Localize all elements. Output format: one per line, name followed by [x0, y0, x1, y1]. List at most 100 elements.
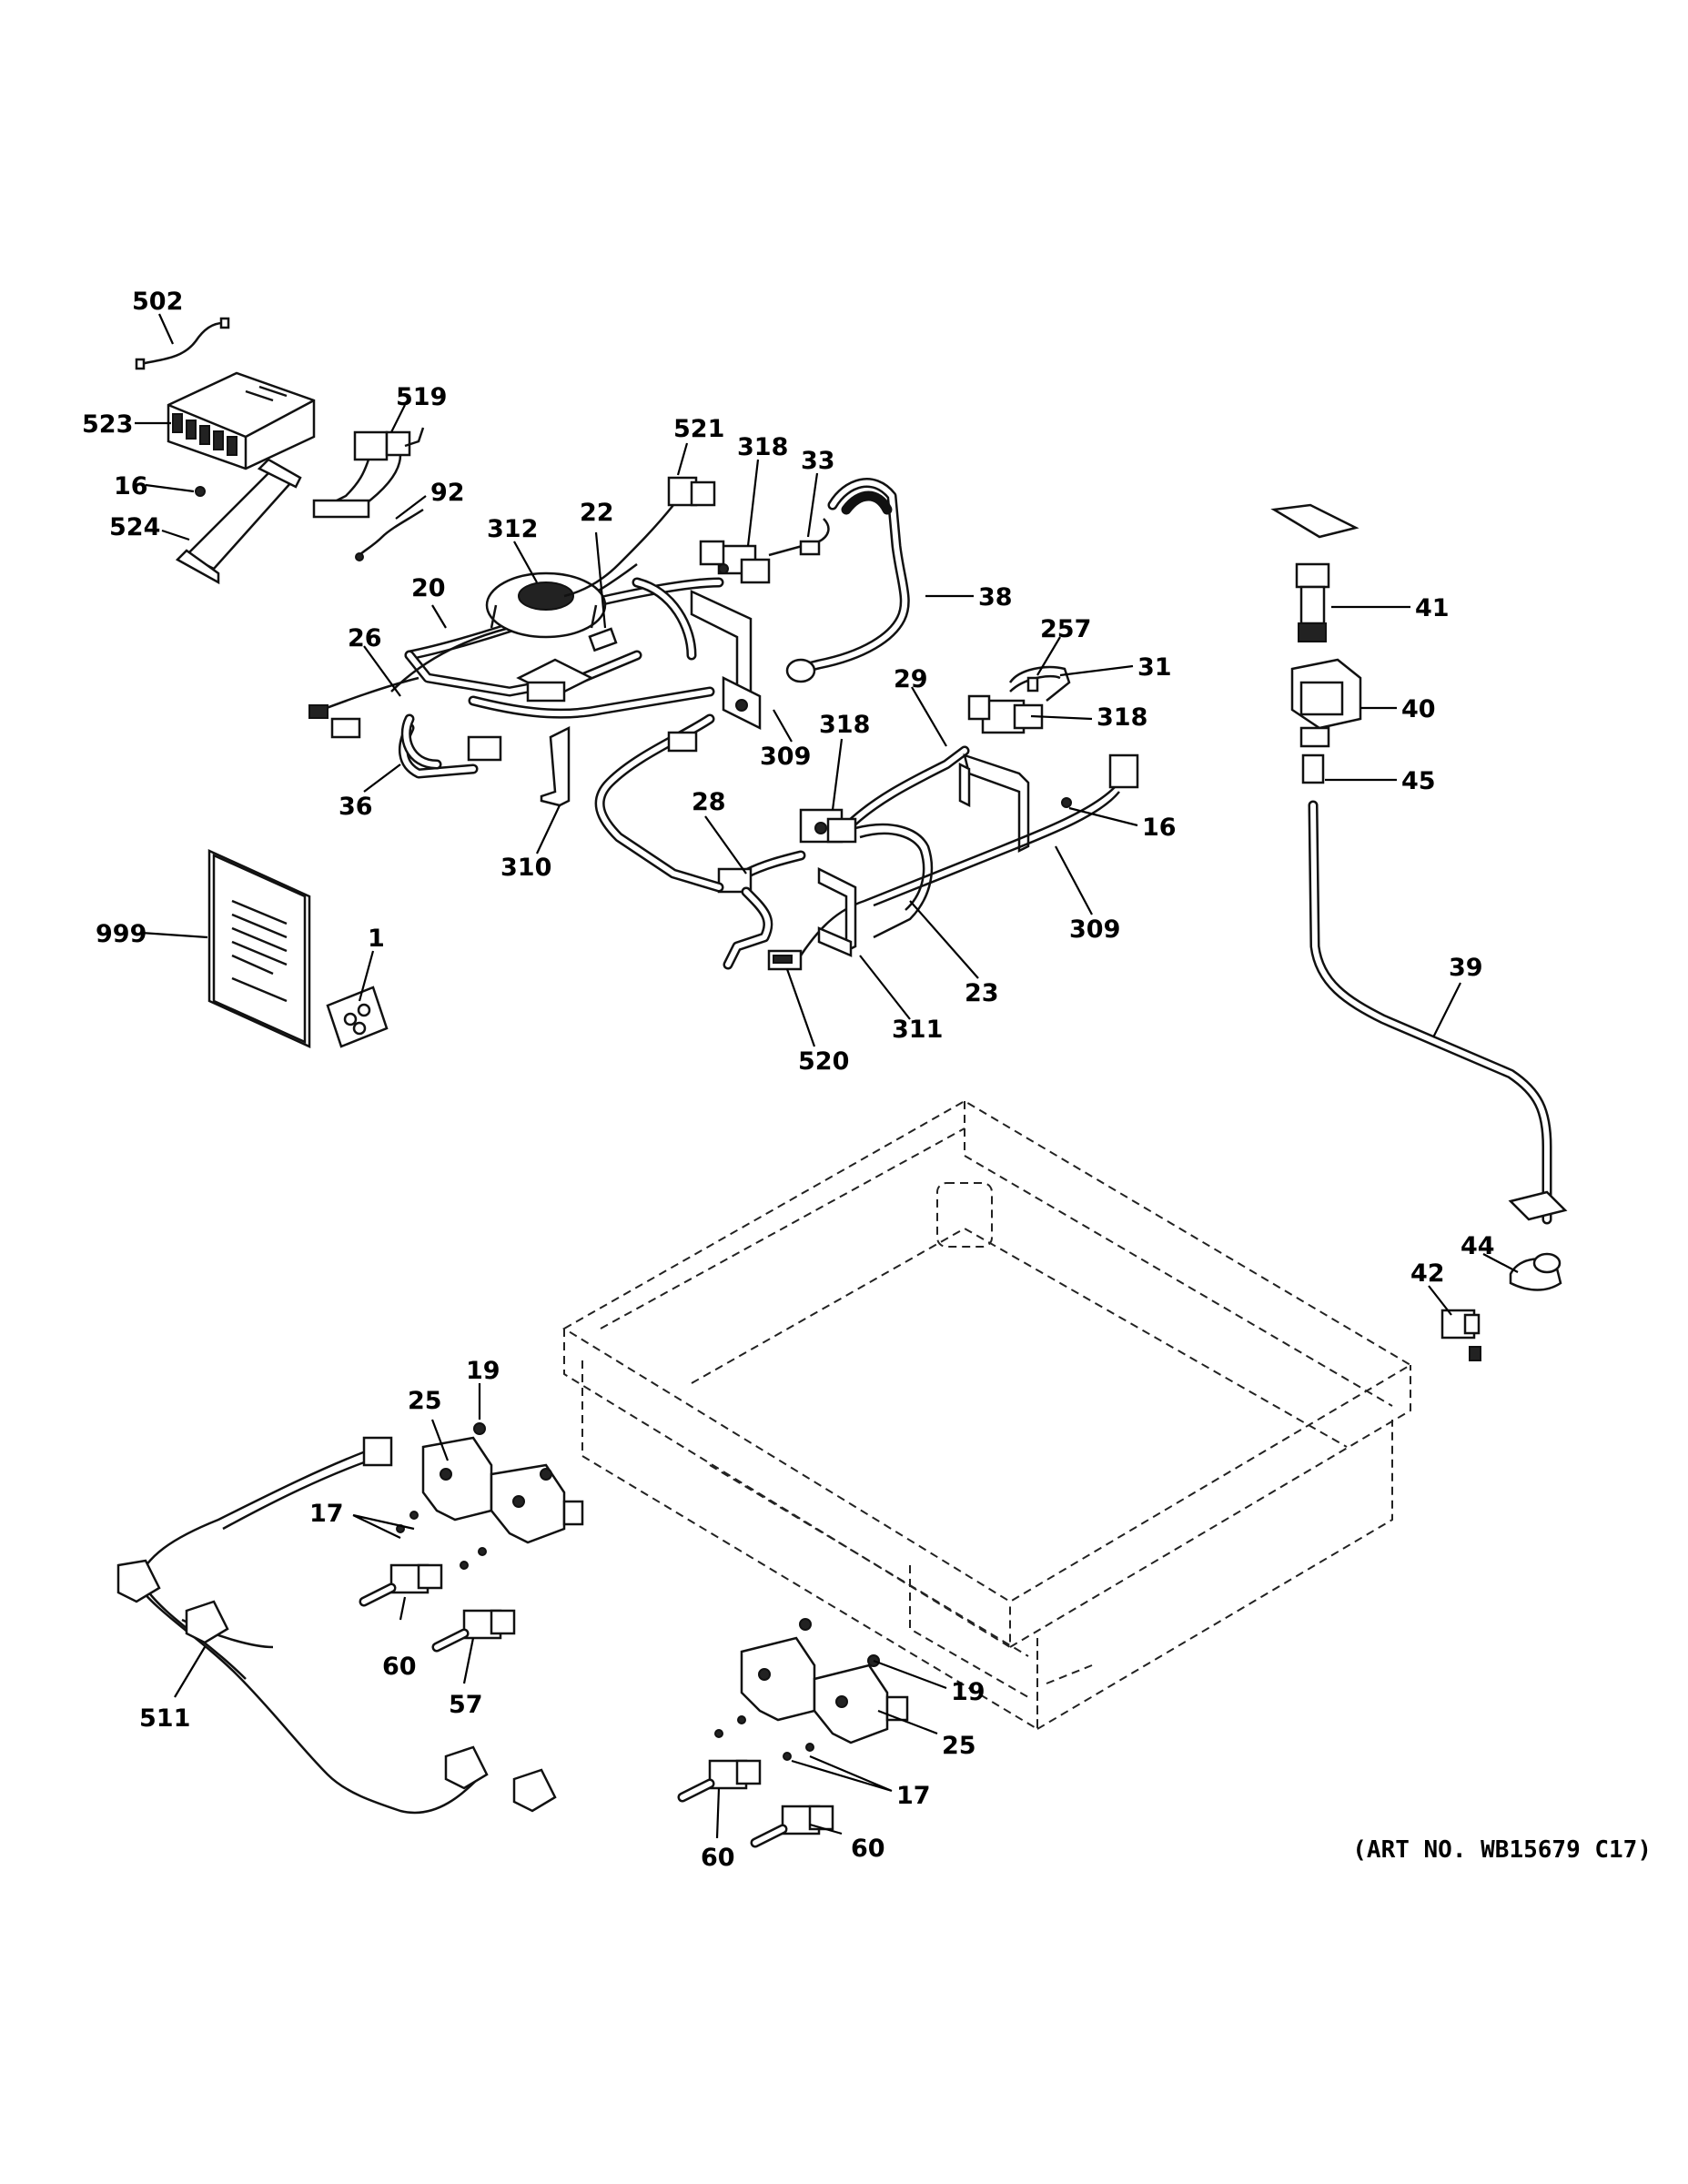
screw-16-top [195, 486, 206, 497]
harness-519 [312, 427, 425, 519]
bracket-309-top [690, 590, 762, 731]
wire-jumper-502 [135, 317, 230, 370]
callout-41: 41 [1415, 594, 1450, 622]
tube-38 [785, 478, 910, 683]
pipe-39 [1308, 800, 1568, 1225]
callout-523: 523 [82, 410, 133, 439]
callout-92: 92 [430, 479, 465, 507]
callout-309: 309 [1069, 915, 1120, 944]
callout-318: 318 [819, 711, 870, 739]
valve-bracket-25-right [740, 1636, 909, 1744]
burner-valve-60-right [750, 1805, 834, 1848]
fitting-41 [1295, 562, 1330, 642]
callout-labels: 502 523 519 16 524 92 521 318 33 312 22 … [82, 288, 1495, 1872]
callout-310: 310 [500, 854, 551, 882]
callout-999: 999 [96, 920, 147, 948]
elbow-44 [1509, 1252, 1562, 1291]
switch-bracket-524 [175, 458, 302, 585]
callout-42: 42 [1410, 1259, 1445, 1288]
callout-44: 44 [1461, 1232, 1495, 1260]
callout-19: 19 [951, 1678, 986, 1706]
callout-60: 60 [701, 1844, 735, 1872]
burner-valve-60-left [359, 1563, 443, 1607]
ignition-switch-523 [167, 371, 316, 470]
art-number: (ART NO. WB15679 C17) [1352, 1836, 1652, 1864]
callout-22: 22 [580, 499, 614, 527]
tube-29 [841, 745, 970, 834]
wire-26 [308, 676, 419, 739]
screws-17-left [396, 1511, 487, 1570]
callout-511: 511 [139, 1704, 190, 1733]
burner-valve-57 [431, 1609, 516, 1653]
callout-1: 1 [368, 925, 385, 953]
bracket-311 [817, 866, 857, 957]
connector-520 [767, 949, 803, 971]
callout-60: 60 [851, 1835, 885, 1863]
tube-33 [768, 518, 830, 557]
callout-521: 521 [673, 415, 724, 443]
callout-40: 40 [1401, 695, 1436, 723]
leader-lines [135, 313, 1519, 1839]
mounting-plate [1270, 503, 1359, 539]
valve-318-right [967, 694, 1044, 734]
callout-520: 520 [798, 1047, 849, 1076]
ignition-harness-511 [116, 1436, 557, 1815]
callout-312: 312 [487, 515, 538, 543]
callout-257: 257 [1040, 615, 1091, 643]
callout-25: 25 [942, 1732, 976, 1760]
orifice-22 [588, 627, 618, 652]
hardware-bag-1 [326, 986, 389, 1048]
tube-28 [717, 850, 806, 894]
orifice-257 [1026, 676, 1039, 693]
callout-318: 318 [737, 433, 788, 461]
callout-39: 39 [1449, 954, 1483, 982]
valve-318-center [799, 808, 857, 844]
callout-28: 28 [692, 788, 726, 816]
harness-521 [563, 476, 716, 598]
burner-valve-312 [485, 571, 607, 639]
callout-17: 17 [309, 1500, 344, 1528]
range-base-frame-outline [562, 1099, 1412, 1731]
callout-20: 20 [411, 574, 446, 602]
callout-60: 60 [382, 1653, 417, 1681]
literature-kit-999 [207, 849, 311, 1048]
wire-92 [355, 508, 424, 561]
harness-16-right [799, 753, 1139, 956]
callout-309: 309 [760, 743, 811, 771]
callout-38: 38 [978, 583, 1013, 612]
callout-29: 29 [894, 665, 928, 693]
callout-33: 33 [801, 447, 835, 475]
callout-26: 26 [348, 624, 382, 652]
callout-45: 45 [1401, 767, 1436, 795]
burner-valve-60-center [677, 1759, 762, 1803]
callout-19: 19 [466, 1357, 500, 1385]
bracket-309-right [958, 753, 1030, 854]
orifice-holder [516, 658, 594, 703]
callout-31: 31 [1137, 653, 1172, 682]
screws-19-left [473, 1422, 552, 1481]
valve-318-top [699, 540, 771, 584]
tubing-lower-left [594, 713, 773, 970]
callout-519: 519 [396, 383, 447, 411]
fitting-42 [1440, 1309, 1481, 1361]
bracket-310 [540, 725, 571, 807]
valve-bracket-25-left [421, 1436, 584, 1544]
gas-manifold-tubing [398, 577, 724, 779]
callout-16: 16 [1142, 814, 1177, 842]
screws-17-right [714, 1715, 814, 1761]
tube-23 [854, 823, 934, 939]
callout-17: 17 [896, 1782, 931, 1810]
callout-23: 23 [965, 979, 999, 1007]
callout-318: 318 [1097, 703, 1147, 732]
callout-16: 16 [114, 472, 148, 500]
fitting-45 [1301, 753, 1325, 784]
callout-524: 524 [109, 513, 160, 541]
tube-36 [400, 713, 502, 770]
regulator-40 [1290, 658, 1362, 748]
callout-311: 311 [892, 1016, 943, 1044]
callout-25: 25 [408, 1387, 442, 1415]
callout-57: 57 [449, 1691, 483, 1719]
callout-502: 502 [132, 288, 183, 316]
